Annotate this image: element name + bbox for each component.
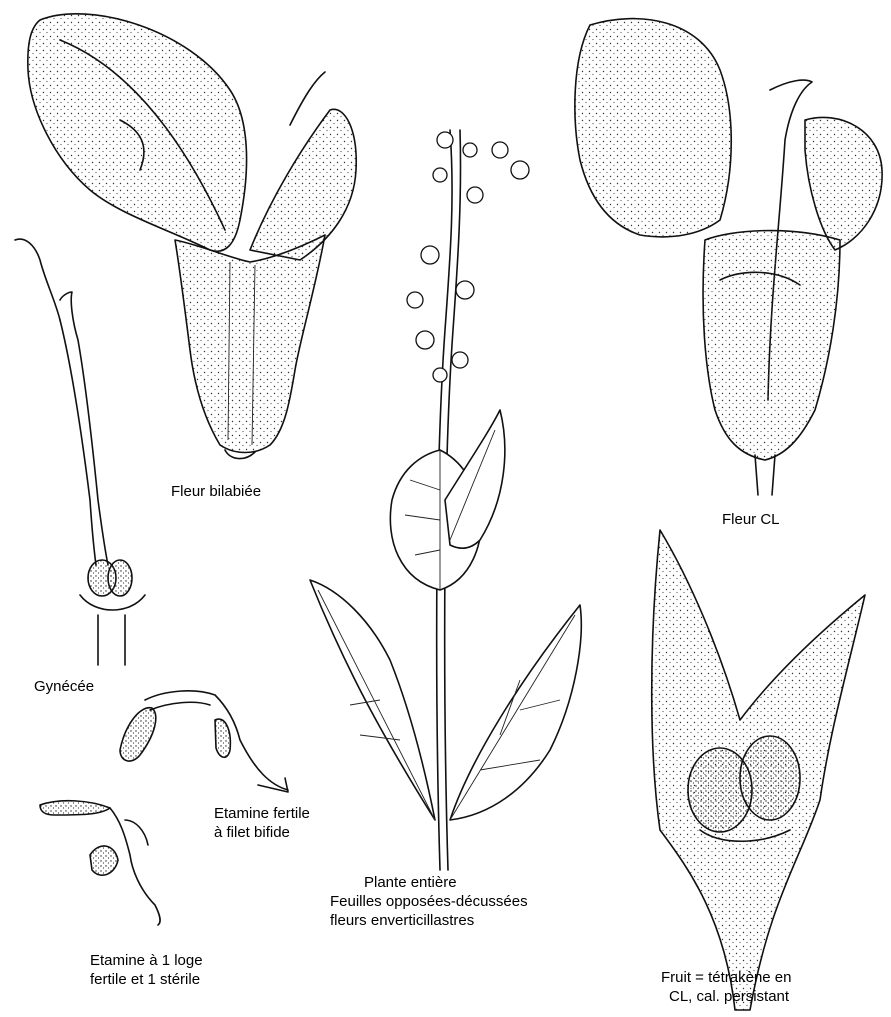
fertile-stamen-drawing [120, 691, 288, 792]
fruit-drawing [652, 530, 865, 1010]
whole-plant-drawing [310, 130, 581, 870]
flower-bilabiate-drawing [28, 14, 356, 459]
label-gynecee: Gynécée [34, 677, 94, 696]
label-plante-entiere: Plante entière Feuilles opposées-décussé… [330, 873, 528, 930]
stamen-one-locule-drawing [40, 801, 160, 925]
gynoecium-drawing [15, 239, 145, 665]
label-fleur-cl: Fleur CL [722, 510, 780, 529]
label-etamine-fertile: Etamine fertile à filet bifide [214, 804, 310, 842]
label-fleur-bilabiee: Fleur bilabiée [171, 482, 261, 501]
label-fruit: Fruit = tétrakène en CL, cal. persistant [661, 968, 792, 1006]
label-etamine-loge: Etamine à 1 loge fertile et 1 stérile [90, 951, 203, 989]
flower-cl-drawing [575, 19, 882, 495]
